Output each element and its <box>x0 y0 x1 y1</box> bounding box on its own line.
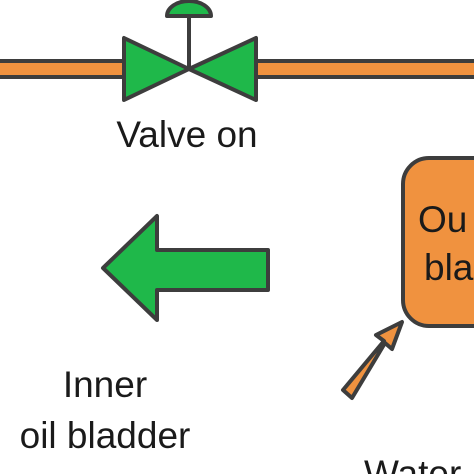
valve-body-right <box>187 36 258 102</box>
pipe-right <box>254 59 474 79</box>
arrow-left-icon <box>101 214 270 322</box>
inner-bladder-label-line2: oil bladder <box>20 415 191 456</box>
valve-handwheel <box>165 0 213 18</box>
valve-state-label: Valve on <box>116 114 257 155</box>
arrow-up-right-icon <box>341 320 404 400</box>
outer-bladder-label-line2: bla <box>424 247 474 288</box>
valve-body-left <box>122 36 191 102</box>
outer-bladder <box>401 156 474 328</box>
pipe-left <box>0 59 128 79</box>
inner-bladder-label-line1: Inner <box>63 364 147 405</box>
gate-valve-icon <box>122 0 258 102</box>
outer-bladder-label-line1: Ou <box>418 199 467 240</box>
water-label: Water <box>364 453 461 474</box>
